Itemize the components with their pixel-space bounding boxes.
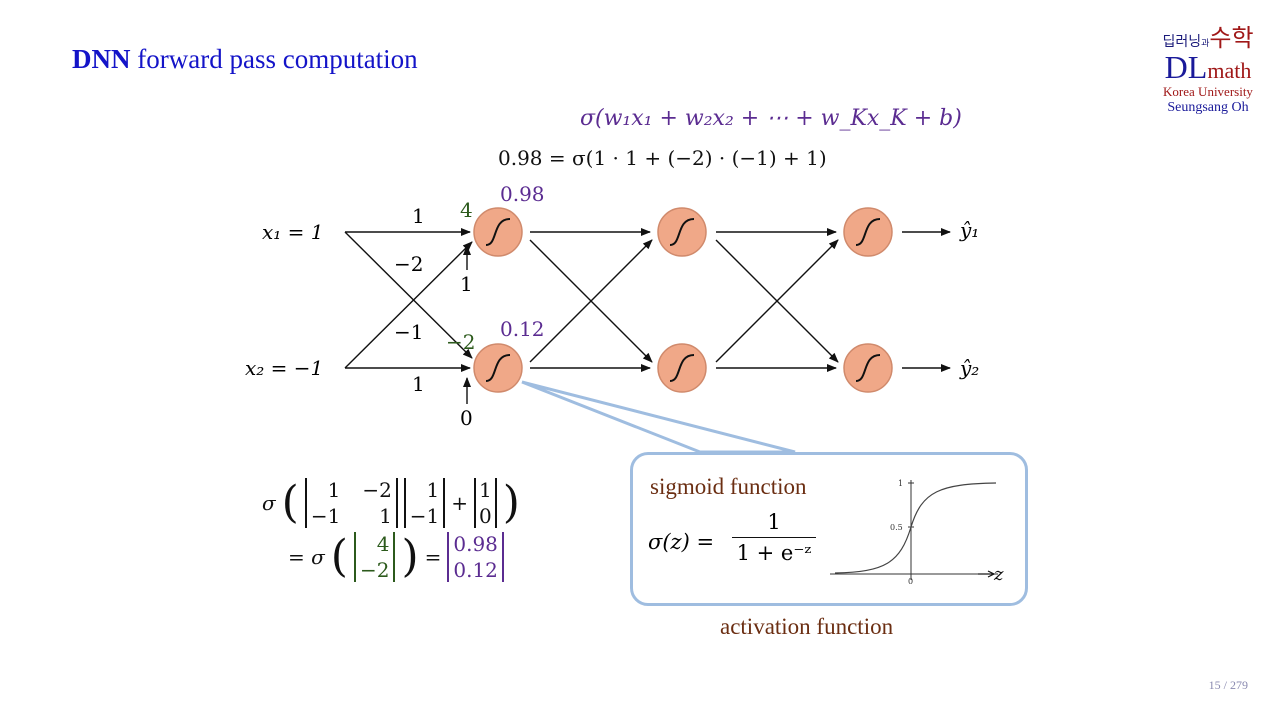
W-00: 1 — [327, 478, 341, 502]
matrix-sigma: σ — [262, 491, 276, 515]
logo-university: Korea University — [1163, 84, 1253, 99]
logo-korean-2: 과 — [1201, 38, 1210, 48]
edge-x1-n12 — [344, 231, 473, 359]
activation-1: 0.98 — [500, 182, 545, 206]
tick-one: 1 — [898, 479, 903, 488]
z-0: 4 — [376, 532, 390, 556]
logo-korean-3: 수학 — [1209, 26, 1254, 52]
callout-title: sigmoid function — [650, 474, 807, 499]
z-1: −2 — [359, 558, 390, 582]
W-10: −1 — [310, 504, 341, 528]
a-0: 0.98 — [453, 532, 498, 556]
tick-half: 0.5 — [890, 523, 903, 532]
matrix-eq-sigma: = σ — [288, 545, 325, 569]
edge-l2-l3-c — [715, 239, 839, 363]
weight-12: −2 — [394, 252, 424, 276]
output-y1: ŷ₁ — [960, 218, 980, 242]
x-0: 1 — [426, 478, 440, 502]
neuron-l3-2 — [843, 343, 893, 393]
sigmoid-plot: 1 0.5 0 z — [830, 479, 1004, 586]
logo-korean-1: 딥러닝 — [1162, 35, 1202, 50]
output-y2: ŷ₂ — [960, 356, 980, 380]
sigmoid-lhs: σ(z) = — [648, 530, 715, 554]
logo-dl: DL — [1164, 49, 1208, 85]
sigmoid-callout — [630, 452, 1028, 606]
weight-21: −1 — [394, 320, 424, 344]
slide-title: DNN forward pass computation — [72, 44, 418, 75]
logo-math: math — [1207, 58, 1252, 83]
b-1: 0 — [479, 504, 492, 528]
tick-zero: 0 — [908, 577, 913, 586]
page-number: 15 / 279 — [1208, 678, 1248, 692]
bias-2: 0 — [460, 406, 473, 430]
activation-2: 0.12 — [500, 317, 545, 341]
edge-x2-n11 — [344, 241, 473, 369]
title-rest: forward pass computation — [137, 44, 418, 74]
neuron-l2-2 — [657, 343, 707, 393]
vector-z: 4 −2 — [353, 532, 396, 582]
neuron-l2-1 — [657, 207, 707, 257]
preact-1: 4 — [460, 198, 473, 222]
logo-author: Seungsang Oh — [1167, 100, 1249, 115]
b-0: 1 — [479, 478, 492, 502]
input-x1: x₁ = 1 — [262, 220, 324, 244]
preact-2: −2 — [446, 330, 476, 354]
sigmoid-fraction: 1 1 + e⁻ᶻ — [732, 510, 816, 565]
callout-caption: activation function — [720, 614, 894, 639]
weight-11: 1 — [412, 204, 425, 228]
matrix-eq2: = — [424, 545, 442, 569]
sigmoid-curve — [834, 482, 997, 574]
title-bold: DNN — [72, 44, 131, 74]
neuron-l1-1 — [473, 207, 523, 257]
a-1: 0.12 — [453, 558, 498, 582]
general-formula: σ(w₁x₁ + w₂x₂ + ⋯ + w_Kx_K + b) — [580, 106, 962, 131]
bias-1: 1 — [460, 272, 473, 296]
vector-a: 0.98 0.12 — [447, 532, 504, 582]
vector-x: 1 −1 — [403, 478, 446, 528]
axis-z: z — [993, 564, 1004, 585]
edge-l1-l2-c — [529, 239, 653, 363]
x-1: −1 — [409, 504, 440, 528]
input-x2: x₂ = −1 — [245, 356, 324, 380]
W-11: 1 — [379, 504, 392, 528]
neuron-l3-1 — [843, 207, 893, 257]
callout-pointer — [521, 380, 796, 454]
example-formula: 0.98 = σ(1 · 1 + (−2) · (−1) + 1) — [498, 146, 827, 170]
weight-22: 1 — [412, 372, 425, 396]
logo: 딥러닝과수학 DLmath Korea University Seungsang… — [1158, 18, 1258, 116]
W-01: −2 — [362, 478, 392, 502]
matrix-plus: + — [451, 491, 469, 515]
sigmoid-numerator: 1 — [732, 510, 816, 538]
neuron-l1-2 — [473, 343, 523, 393]
sigmoid-denominator: 1 + e⁻ᶻ — [736, 541, 812, 565]
vector-b: 1 0 — [474, 478, 497, 528]
